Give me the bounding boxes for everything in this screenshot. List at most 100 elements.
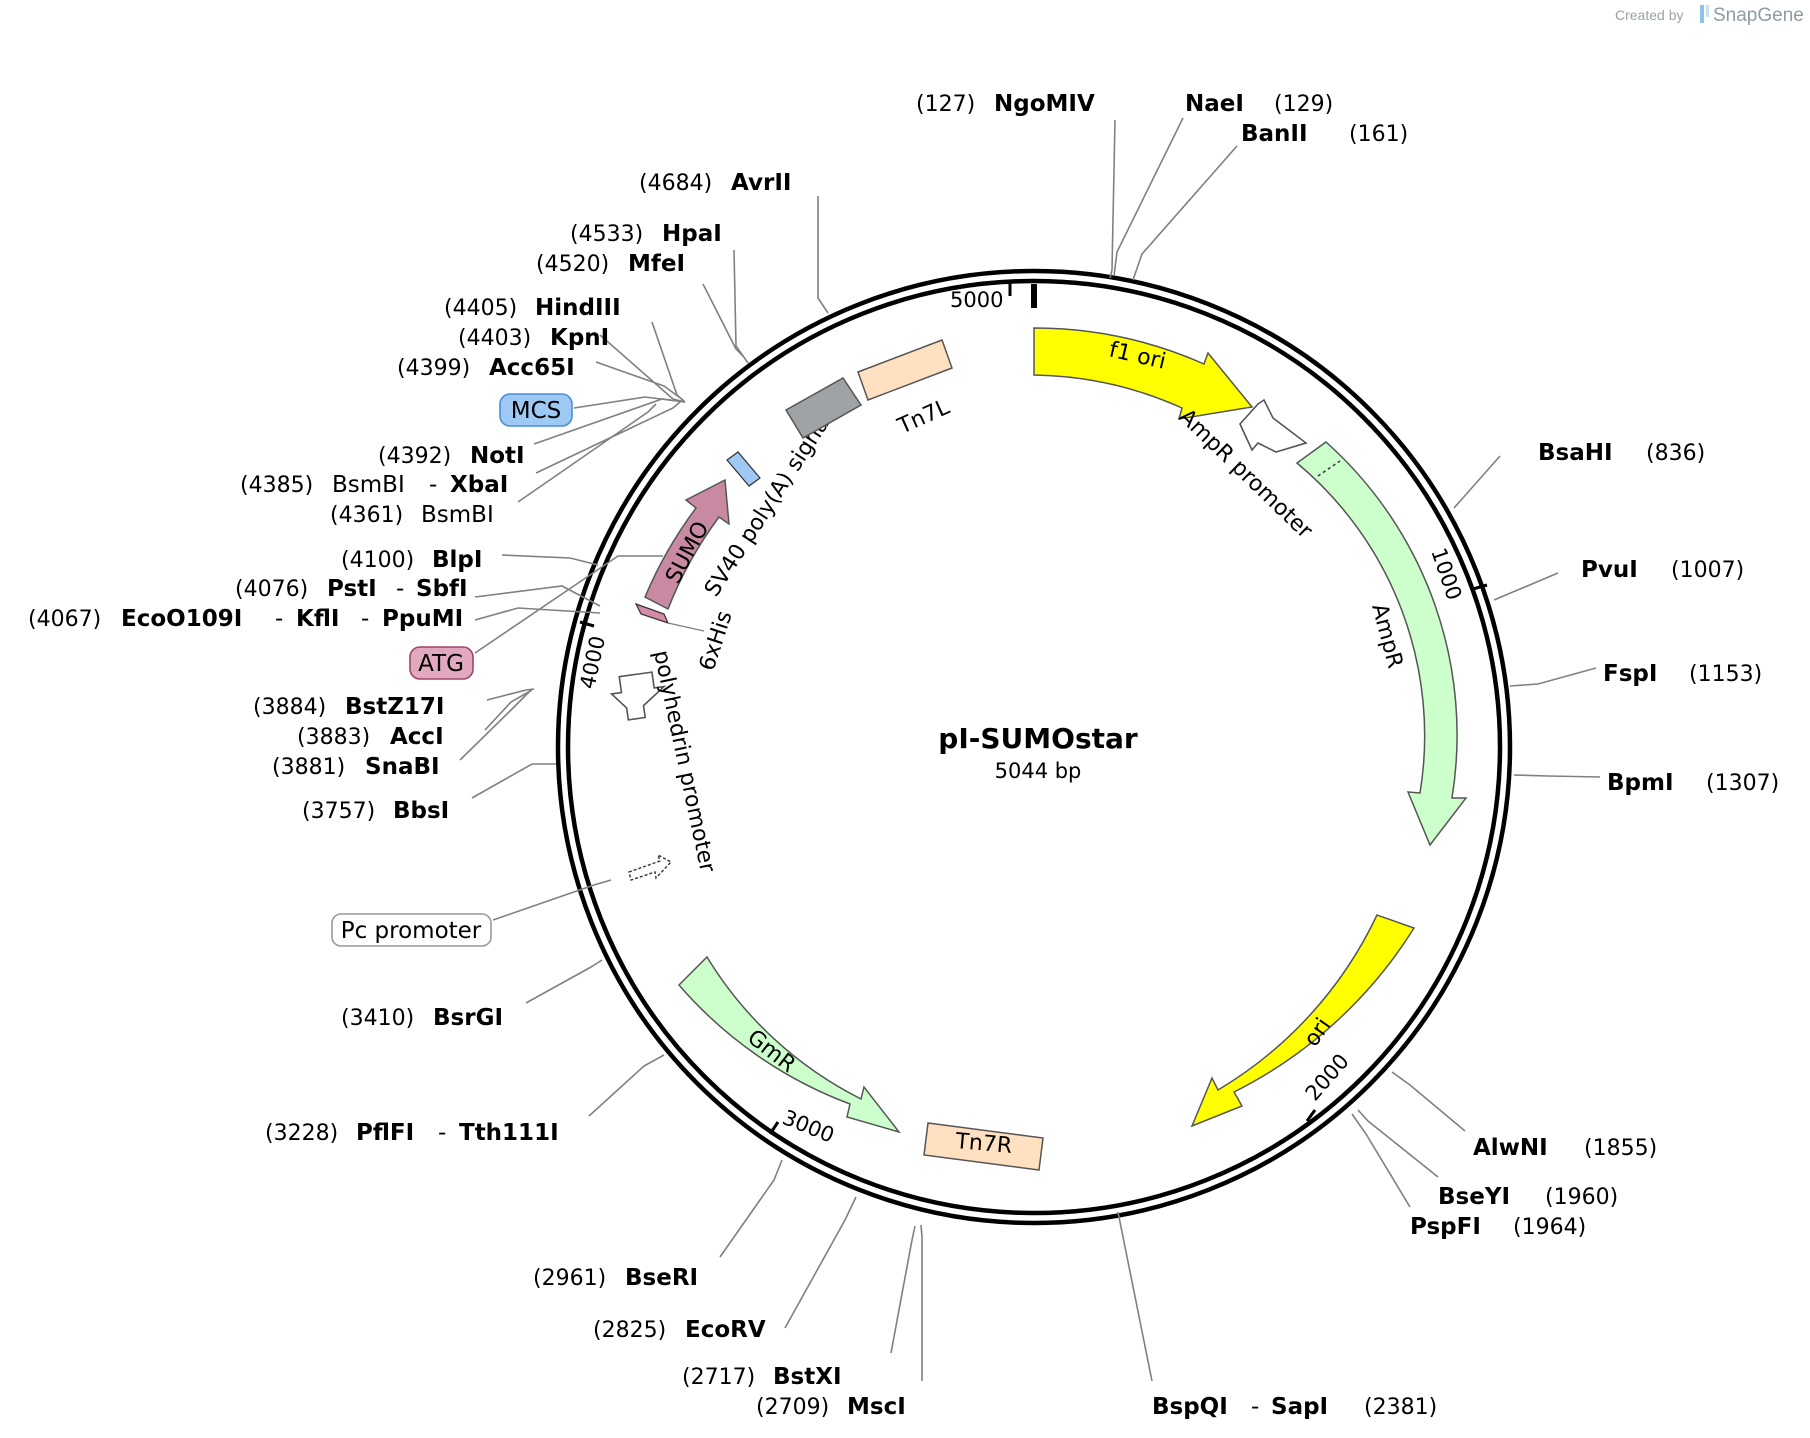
polyhedrin-promoter-arrow[interactable] [609,671,668,722]
pos-bsmbi1: (4361) [330,503,403,528]
site-fspi[interactable]: FspI (1153) [1603,661,1762,687]
name-pvui: PvuI [1581,557,1638,583]
pos-bseyi: (1960) [1545,1185,1618,1210]
sep-psti: - [396,576,404,602]
name-ecoo109i: EcoO109I [121,606,242,632]
atg-tag[interactable]: ATG [409,646,474,680]
pc-promoter-tag[interactable]: Pc promoter [331,913,492,947]
site-acci[interactable]: (3883) AccI [297,724,444,750]
site-bseri[interactable]: (2961) BseRI [533,1265,698,1291]
sv40-polya-box[interactable] [726,451,761,487]
tn7r-box[interactable] [923,1122,1044,1171]
plasmid-size: 5044 bp [995,759,1082,783]
site-ngomiv[interactable]: (127) NgoMIV [916,91,1095,117]
plasmid-name: pI-SUMOstar [938,722,1138,755]
leader-bstxi [890,1225,916,1354]
ampr-promoter-arrow[interactable] [1239,398,1308,453]
site-snabi[interactable]: (3881) SnaBI [272,754,440,780]
pos-pspfi: (1964) [1513,1215,1586,1240]
name-bseri: BseRI [625,1265,698,1291]
site-eco-kfl-ppu[interactable]: (4067) EcoO109I - KflI - PpuMI [28,606,463,632]
leader-pflfi [588,1054,665,1117]
name-bpmi: BpmI [1607,770,1674,796]
terminator-box[interactable] [784,377,863,440]
sep-eco-1: - [275,606,283,632]
leader-hpai [733,249,749,364]
site-bstz17i[interactable]: (3884) BstZ17I [253,694,444,720]
leader-acc65i [595,361,684,401]
name-xbai: XbaI [450,472,508,498]
site-mfei[interactable]: (4520) MfeI [536,251,685,277]
sep-eco-2: - [361,606,369,632]
name-msci: MscI [847,1394,906,1420]
site-pvui[interactable]: PvuI (1007) [1581,557,1744,583]
tick-label-2000: 2000 [1301,1049,1354,1105]
pos-psti: (4076) [235,577,308,602]
leader-ecorv [784,1196,857,1329]
pos-alwni: (1855) [1584,1136,1657,1161]
6xhis-leader [667,622,705,632]
atg-text: ATG [418,651,464,677]
name-ecorv: EcoRV [685,1317,766,1343]
leader-blpi [501,554,599,566]
leader-pvui [1493,572,1559,601]
leader-bpmi [1513,774,1601,778]
leader-mfei [702,283,744,357]
site-bbsi[interactable]: (3757) BbsI [302,798,449,824]
site-bsmbi-4361[interactable]: (4361) BsmBI [330,502,494,528]
site-acc65i[interactable]: (4399) Acc65I [397,355,575,381]
site-naei[interactable]: NaeI (129) [1185,91,1333,117]
leader-alwni [1391,1071,1466,1132]
site-bstxi[interactable]: (2717) BstXI [682,1364,842,1390]
leader-mcs [573,396,686,409]
sep-pflfi: - [438,1120,446,1146]
site-pflfi-tth111i[interactable]: (3228) PflFI - Tth111I [265,1120,559,1146]
site-bseyi[interactable]: BseYI (1960) [1438,1184,1618,1210]
pc-promoter-arrow[interactable] [628,853,673,881]
site-hindiii[interactable]: (4405) HindIII [444,295,621,321]
site-psti-sbfi[interactable]: (4076) PstI - SbfI [235,576,468,602]
tick-4000 [579,620,595,628]
site-bsrgi[interactable]: (3410) BsrGI [341,1005,503,1031]
pos-acci: (3883) [297,725,370,750]
sep-bspqi: - [1251,1394,1259,1420]
name-ppumi: PpuMI [382,606,463,632]
site-blpi[interactable]: (4100) BlpI [341,547,482,573]
leader-bsmbi1 [517,403,657,503]
name-mfei: MfeI [628,251,685,277]
site-mscI[interactable]: (2709) MscI [756,1394,906,1420]
tn7l-box[interactable] [857,339,953,401]
leader-bsmbi2 [535,401,681,474]
snapgene-credit[interactable]: Created by SnapGene [1615,5,1804,26]
name-acc65i: Acc65I [489,355,575,381]
f1-ori-arrow[interactable] [1033,327,1254,420]
site-bspqi-sapi[interactable]: BspQI - SapI (2381) [1152,1394,1437,1420]
gmr-arrow[interactable] [677,955,902,1134]
site-bsmbi-xbai[interactable]: (4385) BsmBI - XbaI [240,472,508,498]
name-pflfi: PflFI [356,1120,414,1146]
site-banii[interactable]: BanII (161) [1241,121,1408,147]
site-alwni[interactable]: AlwNI (1855) [1473,1135,1657,1161]
pos-bpmi: (1307) [1706,771,1779,796]
mcs-tag[interactable]: MCS [499,393,573,427]
name-kfli: KflI [296,606,339,632]
site-bpmi[interactable]: BpmI (1307) [1607,770,1779,796]
snapgene-logo-icon [1700,5,1704,23]
ampr-arrow[interactable] [1295,441,1468,847]
name-alwni: AlwNI [1473,1135,1548,1161]
sumo-arrow[interactable] [644,478,730,611]
site-noti[interactable]: (4392) NotI [378,443,525,469]
site-hpai[interactable]: (4533) HpaI [570,221,722,247]
name-sbfi: SbfI [416,576,468,602]
site-ecorv[interactable]: (2825) EcoRV [593,1317,766,1343]
pos-bstxi: (2717) [682,1365,755,1390]
site-pspfi[interactable]: PspFI (1964) [1410,1214,1586,1240]
name-naei: NaeI [1185,91,1244,117]
leader-bsrgi [525,959,603,1004]
tick-label-5000: 5000 [950,288,1003,312]
site-avrii[interactable]: (4684) AvrII [639,170,791,196]
pos-bseri: (2961) [533,1266,606,1291]
site-bsahi[interactable]: BsaHI (836) [1538,440,1705,466]
ori-arrow[interactable] [1190,914,1416,1128]
site-kpni[interactable]: (4403) KpnI [458,325,609,351]
